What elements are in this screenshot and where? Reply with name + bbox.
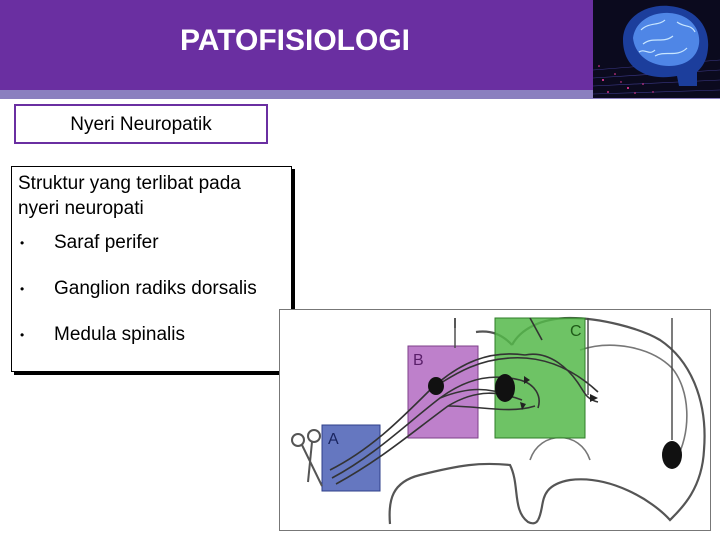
content-heading: Struktur yang terlibat pada nyeri neurop…	[18, 171, 285, 221]
brain-image	[593, 0, 720, 98]
region-b-box	[407, 345, 479, 439]
arrow-icon	[520, 376, 598, 410]
subtitle-box: Nyeri Neuropatik	[14, 104, 268, 144]
label-a: A	[328, 431, 339, 448]
neuron-cell-body	[662, 441, 682, 469]
cord-outline-left	[388, 462, 539, 525]
bullet-icon: •	[20, 236, 25, 250]
bullet-icon: •	[20, 282, 25, 296]
list-item-text: Saraf perifer	[54, 232, 159, 253]
scissors-icon	[291, 429, 323, 487]
heading-line-1: Struktur yang terlibat pada	[18, 173, 241, 194]
spinal-cord-diagram: A B C	[279, 309, 711, 531]
list-item: • Ganglion radiks dorsalis	[18, 277, 285, 301]
list-item: • Saraf perifer	[18, 231, 285, 255]
gray-matter-outline-2	[529, 436, 591, 461]
diagram-svg: A B C	[291, 316, 706, 525]
label-b: B	[413, 352, 424, 369]
neuron-cell-body	[495, 374, 515, 402]
structure-list: • Saraf perifer • Ganglion radiks dorsalis…	[18, 231, 285, 347]
header-divider	[0, 90, 720, 99]
content-box: Struktur yang terlibat pada nyeri neurop…	[11, 166, 292, 372]
bullet-icon: •	[20, 328, 25, 342]
page-title: PATOFISIOLOGI	[179, 24, 410, 57]
list-item-text: Medula spinalis	[54, 324, 185, 345]
subtitle: Nyeri Neuropatik	[70, 114, 212, 135]
list-item-text: Ganglion radiks dorsalis	[54, 278, 257, 299]
neuron-cell-body	[428, 377, 444, 395]
label-c: C	[570, 323, 582, 340]
list-item: • Medula spinalis	[18, 323, 285, 347]
heading-line-2: nyeri neuropati	[18, 198, 144, 219]
